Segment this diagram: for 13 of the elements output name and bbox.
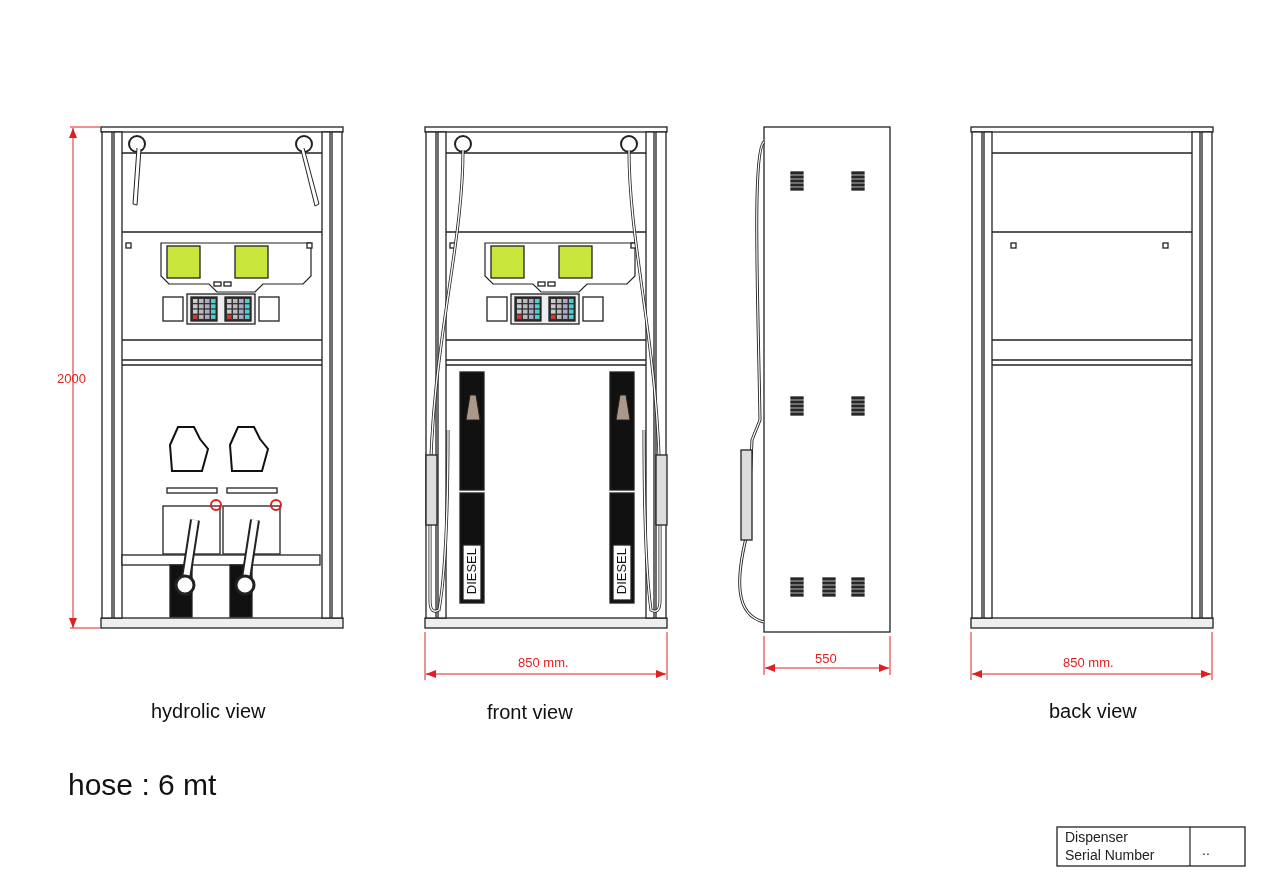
title-block-text: Dispenser bbox=[1065, 830, 1129, 844]
dimension-label: 550 bbox=[815, 652, 837, 665]
dimension-label: 850 mm. bbox=[518, 656, 569, 669]
note-text: hose : 6 mt bbox=[68, 770, 217, 800]
fuel-label: DIESEL bbox=[615, 548, 628, 595]
view-caption: front view bbox=[487, 702, 573, 722]
title-block-text: Serial Number bbox=[1065, 848, 1155, 862]
dimension-label: 2000 bbox=[57, 372, 86, 385]
dimension-label: 850 mm. bbox=[1063, 656, 1114, 669]
view-caption: hydrolic view bbox=[151, 701, 266, 721]
title-block-text: .. bbox=[1202, 843, 1210, 857]
view-caption: back view bbox=[1049, 701, 1137, 721]
fuel-label: DIESEL bbox=[465, 548, 478, 595]
